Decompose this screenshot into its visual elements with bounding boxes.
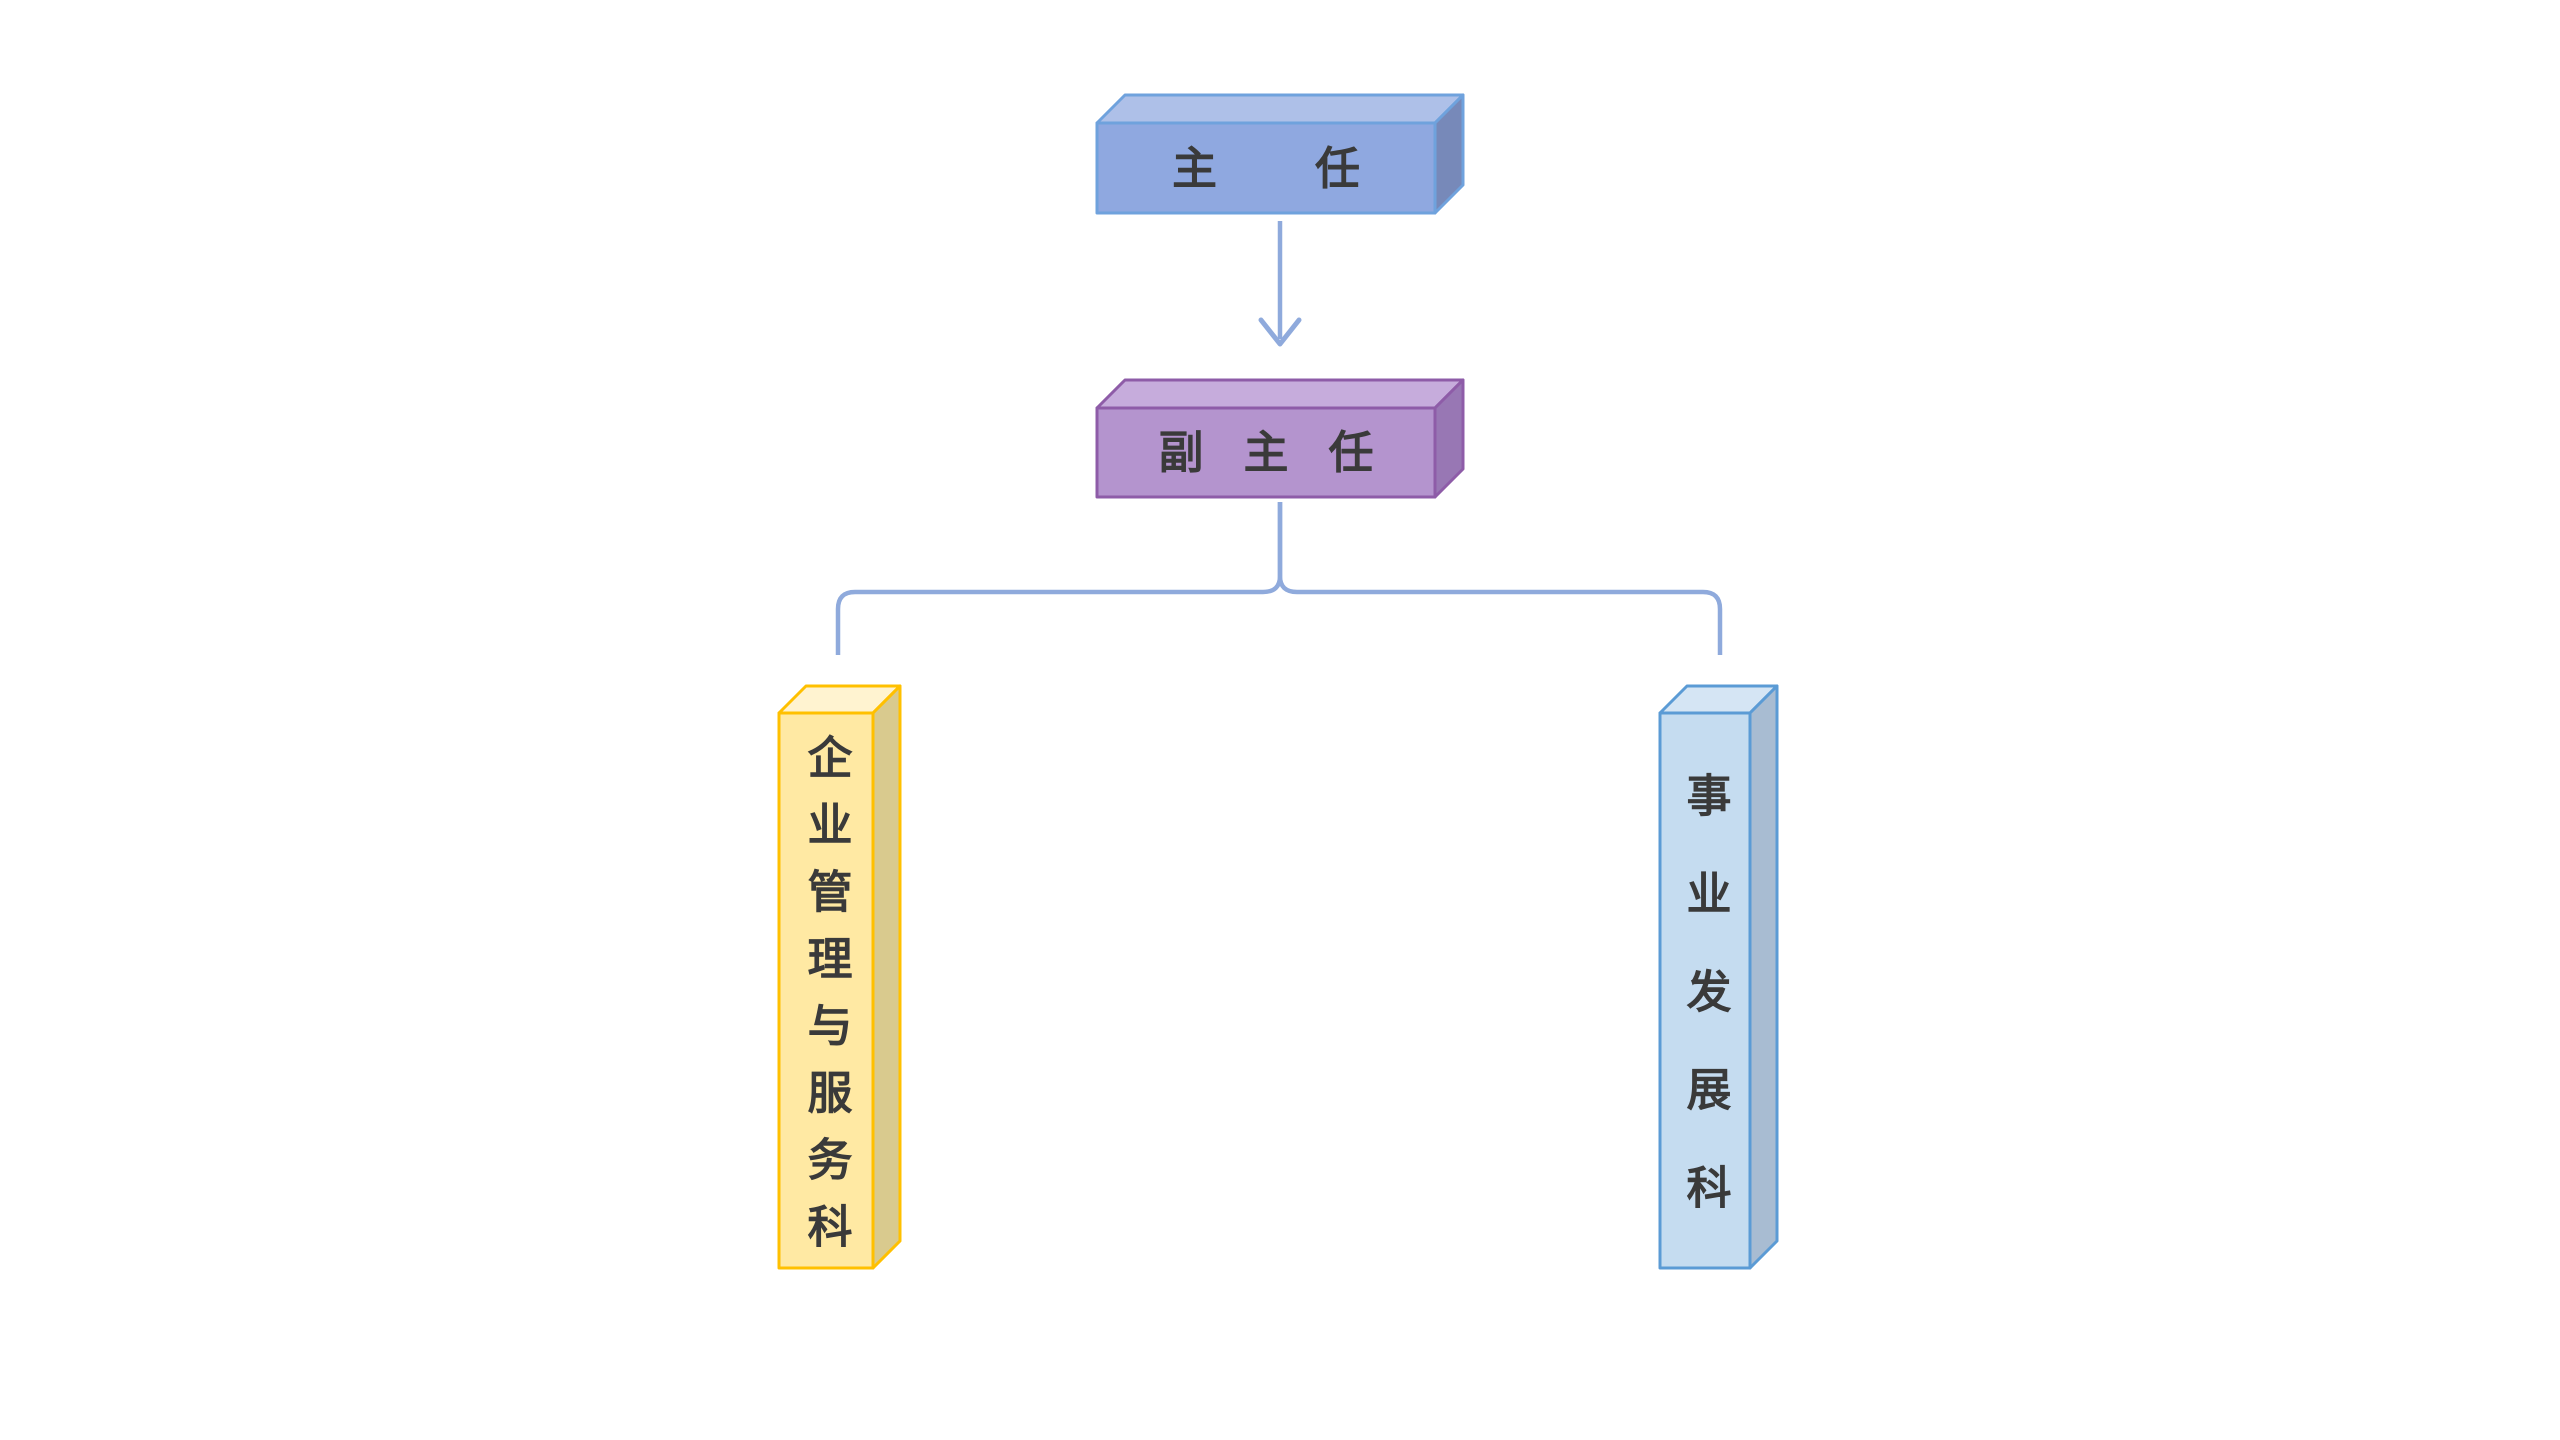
enterprise-box-front-face [777,711,875,1270]
director-box-top-face [1095,93,1465,125]
bracket-left-branch [835,502,1283,655]
enterprise-box-side-face [871,684,902,1270]
deputy-box [1095,378,1465,499]
bracket-right-branch [1277,502,1723,655]
business-box-side-face [1748,684,1779,1270]
business-section-box [1658,684,1779,1270]
enterprise-section-box [777,684,902,1270]
deputy-box-top-face [1095,378,1465,410]
director-box-front-face [1095,121,1437,215]
business-box-front-face [1658,711,1752,1270]
deputy-to-sections-bracket [835,502,1723,655]
deputy-box-front-face [1095,406,1437,499]
director-box [1095,93,1465,215]
arrowhead-down-icon [1258,317,1302,347]
director-to-deputy-arrow [1258,221,1302,347]
